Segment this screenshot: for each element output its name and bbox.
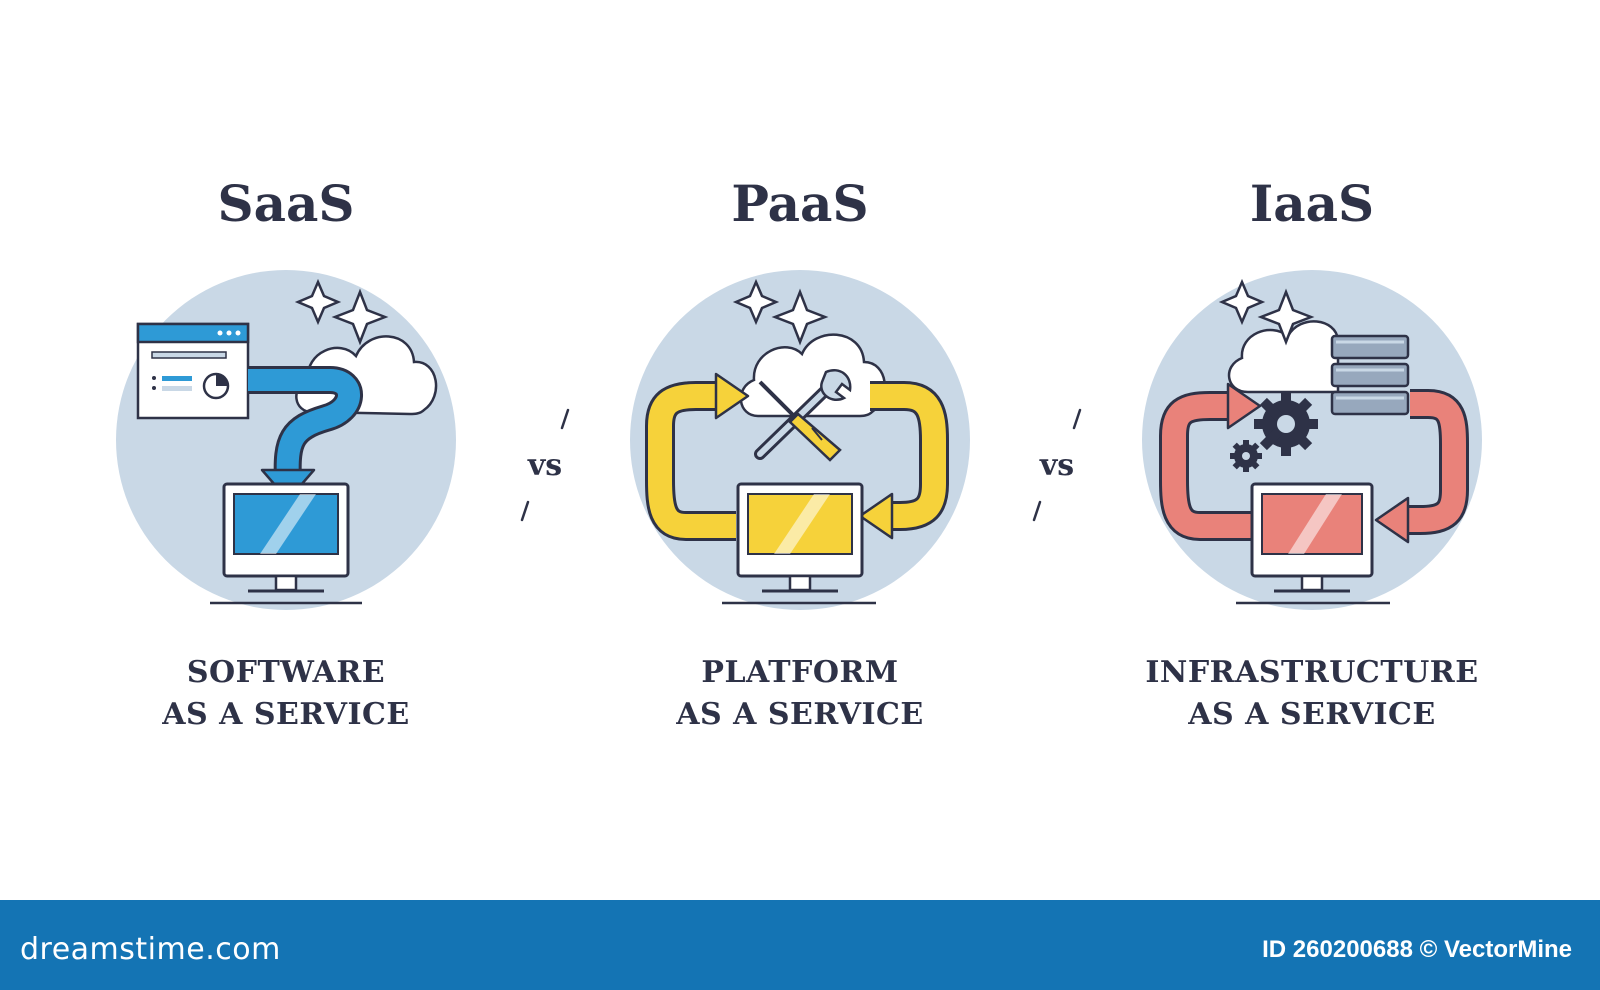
cycle-arrows-icon	[1159, 382, 1469, 544]
sparkle-icon	[1218, 278, 1266, 326]
paas-title: PaaS	[731, 174, 869, 233]
sparkle-icon	[294, 278, 342, 326]
sparkle-icon	[771, 288, 829, 346]
cloud-icon	[739, 333, 886, 418]
gear-icon	[1254, 392, 1318, 456]
sparkle-icon	[1257, 288, 1315, 346]
sparkle-icon	[331, 288, 389, 346]
paas-subtitle-line1: PLATFORM	[701, 655, 899, 690]
monitor-icon	[210, 482, 362, 605]
screwdriver-icon	[758, 380, 842, 462]
saas-illustration	[116, 270, 456, 610]
iaas-subtitle: INFRASTRUCTURE AS A SERVICE	[1082, 652, 1542, 736]
paas-illustration	[630, 270, 970, 610]
cloud-icon	[1227, 320, 1340, 394]
iaas-title: IaaS	[1249, 174, 1375, 233]
monitor-icon	[722, 482, 876, 605]
saas-subtitle-line2: AS A SERVICE	[162, 697, 410, 732]
saas-subtitle-line1: SOFTWARE	[186, 655, 386, 690]
image-credit: ID 260200688 © VectorMine	[1262, 936, 1572, 963]
browser-window-icon	[136, 322, 250, 420]
separator-slashes	[520, 408, 1082, 522]
vs-separator: vs	[527, 448, 563, 483]
brand-watermark: dreamstime.com	[20, 932, 281, 967]
server-stack-icon	[1330, 334, 1410, 416]
iaas-subtitle-line2: AS A SERVICE	[1188, 697, 1436, 732]
saas-subtitle: SOFTWARE AS A SERVICE	[56, 652, 516, 736]
footer-bar: dreamstime.com ID 260200688 © VectorMine	[0, 900, 1600, 990]
paas-subtitle: PLATFORM AS A SERVICE	[570, 652, 1030, 736]
iaas-subtitle-line1: INFRASTRUCTURE	[1145, 655, 1479, 690]
saas-title: SaaS	[217, 174, 355, 233]
monitor-icon	[1236, 482, 1390, 605]
sparkle-icon	[732, 278, 780, 326]
iaas-illustration	[1142, 270, 1482, 610]
cycle-arrows-icon	[645, 372, 949, 541]
vs-separator: vs	[1039, 448, 1075, 483]
paas-subtitle-line2: AS A SERVICE	[676, 697, 924, 732]
gear-icon	[1230, 440, 1262, 472]
